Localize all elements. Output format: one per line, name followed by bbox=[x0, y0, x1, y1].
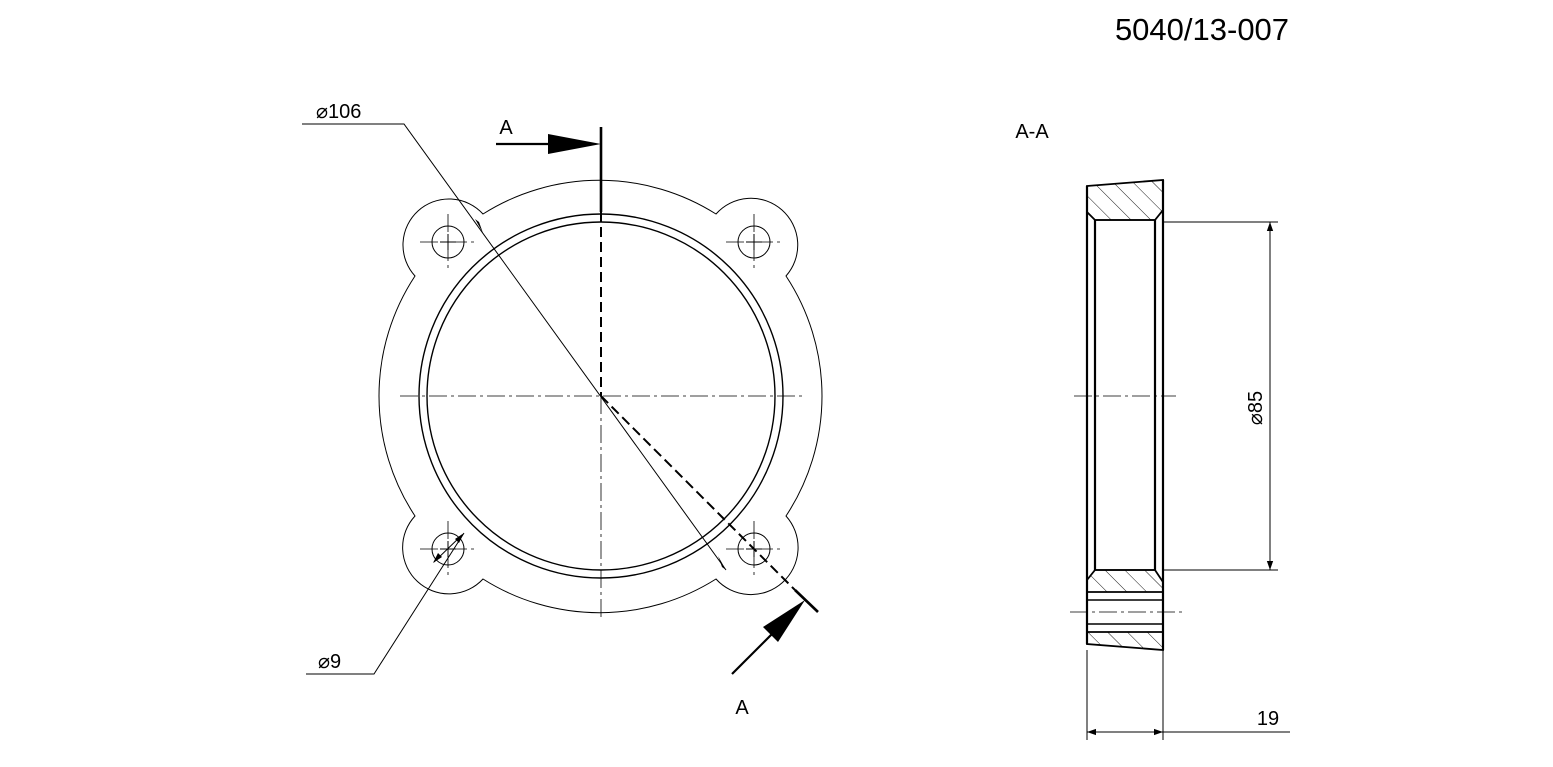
bore-diameter-value: 85 bbox=[1245, 391, 1267, 413]
diameter-symbol-bore: ⌀ bbox=[1245, 413, 1267, 425]
section-bottom-lip-hatch bbox=[1086, 631, 1164, 651]
cut-plane-diagonal-dashed bbox=[600, 395, 796, 591]
dimension-hole-diameter bbox=[306, 532, 465, 675]
hole-diameter-label: ⌀9 bbox=[318, 651, 341, 673]
hole-diameter-value: 9 bbox=[330, 651, 341, 673]
dimension-thickness bbox=[1086, 650, 1290, 740]
section-arrow-bottom bbox=[731, 600, 805, 675]
cut-plane-diagonal-solid bbox=[794, 589, 819, 613]
dimension-bore-diameter bbox=[1163, 221, 1278, 571]
dimension-outer-diameter bbox=[302, 123, 727, 571]
section-view: A-A ⌀85 bbox=[1015, 121, 1290, 740]
part-number: 5040/13-007 bbox=[1115, 12, 1289, 47]
diameter-symbol: ⌀ bbox=[316, 101, 328, 123]
section-bottom-hatch bbox=[1086, 569, 1164, 593]
bolt-hole-top-right bbox=[726, 214, 782, 270]
front-view: A A ⌀106 ⌀9 bbox=[302, 101, 823, 719]
thickness-label: 19 bbox=[1257, 708, 1279, 730]
cut-letter-bottom: A bbox=[735, 697, 749, 719]
flange-outline bbox=[378, 179, 823, 614]
diameter-symbol-hole: ⌀ bbox=[318, 651, 330, 673]
section-label: A-A bbox=[1015, 121, 1049, 143]
bore-diameter-label: ⌀85 bbox=[1245, 391, 1267, 425]
bolt-hole-top-left bbox=[420, 214, 476, 270]
section-arrow-top bbox=[496, 134, 601, 154]
outer-diameter-value: 106 bbox=[328, 101, 361, 123]
outer-diameter-label: ⌀106 bbox=[316, 101, 361, 123]
section-top-hatch bbox=[1086, 179, 1164, 221]
cut-letter-top: A bbox=[499, 117, 513, 139]
